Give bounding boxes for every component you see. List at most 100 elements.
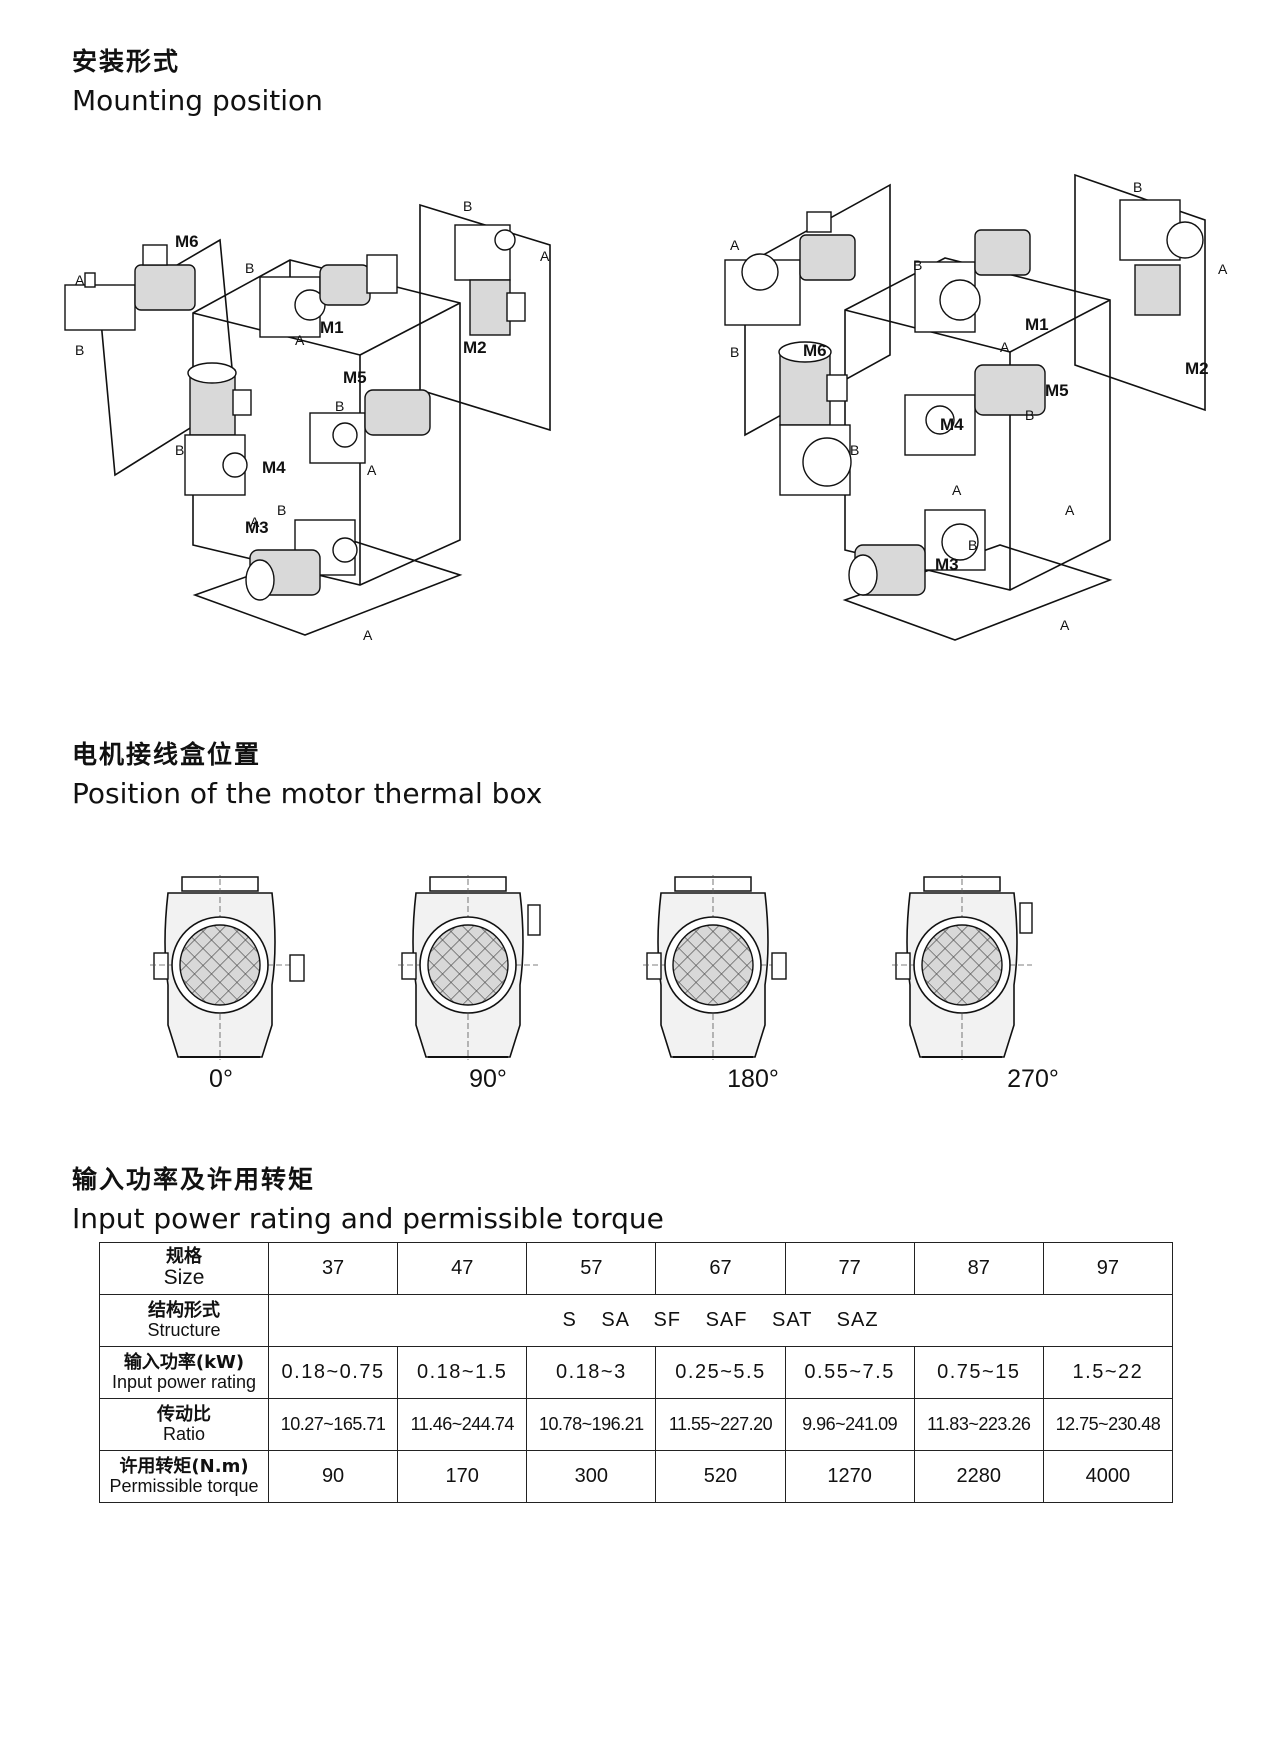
point-a-m2: A [540,248,550,264]
motor-m4 [184,362,252,496]
mounting-diagram-left: M6 M1 M2 M5 M4 M3 A B B A B A B A B A B … [64,198,551,643]
power-cell: 0.55~7.5 [784,1346,915,1399]
ratio-cell: 12.75~230.48 [1042,1398,1174,1451]
size-cell: 77 [784,1242,915,1295]
point-b-m4: B [175,442,184,458]
size-cell: 67 [655,1242,786,1295]
point-b-m1: B [245,260,254,276]
torque-cell: 90 [267,1450,399,1503]
thermal-box-title-en: Position of the motor thermal box [72,777,543,810]
label-m2: M2 [463,338,487,357]
size-cell: 97 [1042,1242,1174,1295]
torque-cell: 300 [526,1450,657,1503]
ratio-cell: 11.46~244.74 [397,1398,528,1451]
motor-m6 [64,244,196,331]
point-b-m4-r: B [850,442,859,458]
power-cell: 1.5~22 [1042,1346,1174,1399]
table-row-ratio: 传动比 Ratio 10.27~165.71 11.46~244.74 10.7… [99,1398,1174,1451]
angle-label-90: 90° [469,1065,507,1093]
header-power: 输入功率(kW) Input power rating [99,1346,269,1399]
spec-table: 规格 Size 37 47 57 67 77 87 97 结构形式 Struct… [99,1242,1174,1503]
motor-m5-r [904,364,1046,456]
label-m3: M3 [245,518,269,537]
label-m5-r: M5 [1045,381,1069,400]
thermal-box-180 [642,875,787,1060]
header-torque: 许用转矩(N.m) Permissible torque [99,1450,269,1503]
size-cell: 57 [526,1242,657,1295]
motor-m5 [309,389,431,464]
header-ratio-en: Ratio [162,1423,206,1444]
angle-label-270: 270° [1007,1065,1059,1093]
label-m6: M6 [175,232,199,251]
point-b-m3: B [277,502,286,518]
label-m4-r: M4 [940,415,964,434]
motor-m1-r [914,229,1031,333]
motor-m4-r [778,341,852,496]
angle-label-0: 0° [209,1065,233,1093]
table-row-torque: 许用转矩(N.m) Permissible torque 90 170 300 … [99,1450,1174,1503]
label-m5: M5 [343,368,367,387]
mounting-diagram-right: M6 M1 M2 M5 M4 M3 A B B A B A B A B A B … [724,173,1228,641]
header-size: 规格 Size [99,1242,269,1295]
header-size-en: Size [163,1265,205,1289]
label-m3-r: M3 [935,555,959,574]
structure-value: S SA SF SAF SAT SAZ [562,1309,879,1331]
ratio-cell: 10.78~196.21 [526,1398,657,1451]
point-b-m2-r: B [1133,179,1142,195]
table-row-size: 规格 Size 37 47 57 67 77 87 97 [99,1242,1174,1295]
point-b-m3-r: B [968,537,977,553]
power-torque-heading: 输入功率及许用转矩 Input power rating and permiss… [72,1160,664,1235]
mounting-title-zh: 安装形式 [72,47,181,76]
power-torque-title-zh: 输入功率及许用转矩 [72,1165,316,1194]
thermal-box-title-zh: 电机接线盒位置 [72,740,262,769]
motor-m2 [454,224,526,336]
structure-cell: S SA SF SAF SAT SAZ [268,1294,1173,1347]
motor-m3-r [848,509,986,596]
point-a-m2-r: A [1218,261,1228,277]
point-b-m6: B [75,342,84,358]
point-a-m4: A [250,514,260,530]
label-m4: M4 [262,458,286,477]
header-ratio: 传动比 Ratio [99,1398,269,1451]
motor-m6-r [724,211,856,326]
thermal-box-270 [891,875,1033,1060]
torque-cell: 1270 [784,1450,915,1503]
label-m1: M1 [320,318,344,337]
label-m6-r: M6 [803,341,827,360]
header-power-en: Input power rating [111,1371,257,1392]
torque-cell: 2280 [913,1450,1044,1503]
header-structure: 结构形式 Structure [99,1294,269,1347]
header-ratio-zh: 传动比 [157,1403,211,1425]
power-cell: 0.25~5.5 [655,1346,786,1399]
power-cell: 0.18~0.75 [267,1346,399,1399]
point-a-m5-r: A [1065,502,1075,518]
ratio-cell: 11.83~223.26 [913,1398,1044,1451]
thermal-box-views [150,875,1033,1060]
header-power-zh: 输入功率(kW) [123,1351,245,1373]
point-b-m2: B [463,198,472,214]
point-a-m3: A [363,627,373,643]
power-torque-title-en: Input power rating and permissible torqu… [72,1202,664,1235]
motor-m2-r [1119,199,1204,316]
angle-label-180: 180° [727,1065,779,1093]
torque-cell: 4000 [1042,1450,1174,1503]
torque-cell: 170 [397,1450,528,1503]
point-b-m1-r: B [913,257,922,273]
size-cell: 37 [267,1242,399,1295]
point-b-m5-r: B [1025,407,1034,423]
label-m1-r: M1 [1025,315,1049,334]
ratio-cell: 10.27~165.71 [267,1398,399,1451]
header-torque-zh: 许用转矩(N.m) [119,1455,249,1477]
thermal-box-heading: 电机接线盒位置 Position of the motor thermal bo… [72,735,542,810]
motor-m3 [245,519,358,601]
point-a-m6: A [75,272,85,288]
power-cell: 0.75~15 [913,1346,1044,1399]
motor-m1 [259,254,398,338]
power-cell: 0.18~3 [526,1346,657,1399]
header-torque-en: Permissible torque [109,1475,259,1496]
thermal-box-0 [150,875,305,1060]
ratio-cell: 9.96~241.09 [784,1398,915,1451]
thermal-box-90 [397,875,541,1060]
point-a-m6-r: A [730,237,740,253]
header-structure-zh: 结构形式 [148,1299,220,1321]
